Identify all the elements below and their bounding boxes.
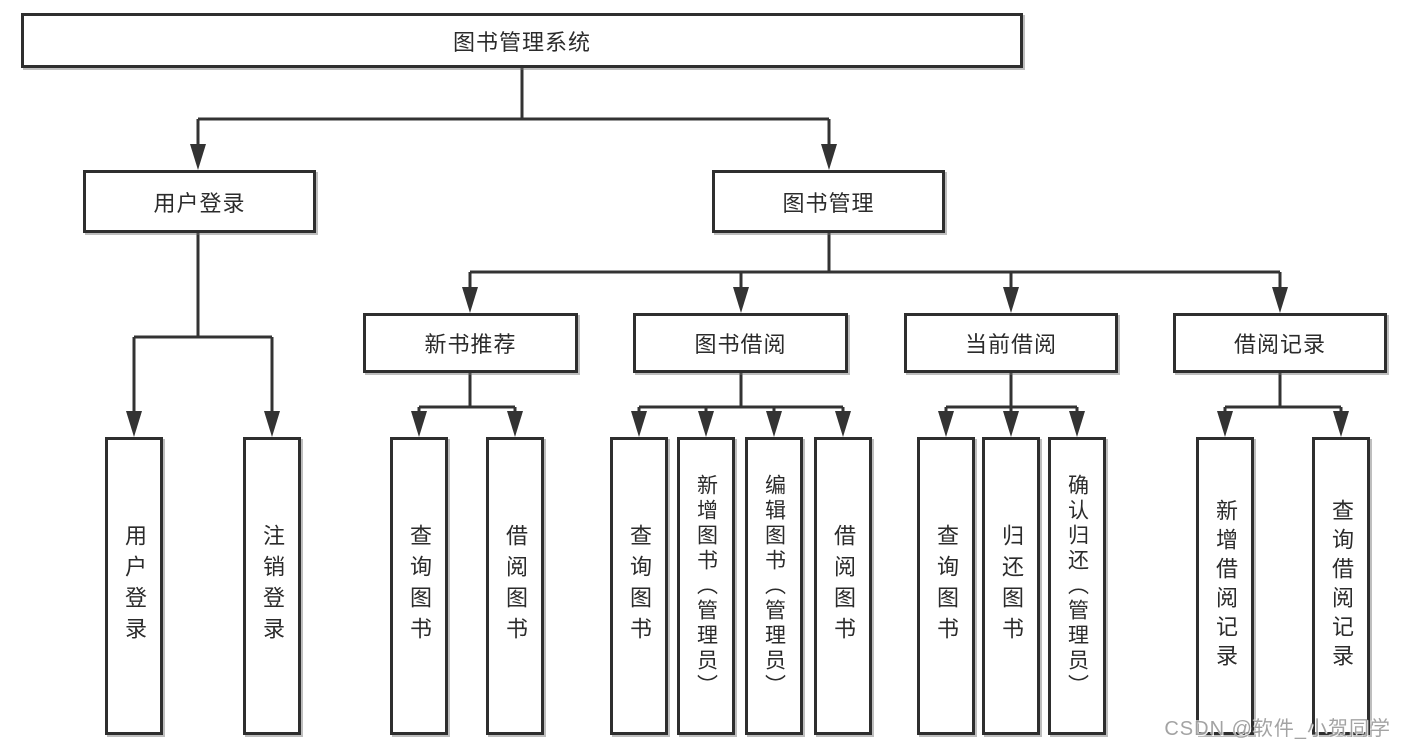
node-new-book-recommend: 新书推荐 bbox=[363, 313, 578, 373]
arrow-down-icon bbox=[631, 411, 647, 437]
leaf-bb-query-books: 查询图书 bbox=[610, 437, 668, 735]
leaf-cb-return-books: 归还图书 bbox=[982, 437, 1040, 735]
node-book-borrowing-label: 图书借阅 bbox=[694, 332, 787, 357]
arrow-down-icon bbox=[733, 287, 749, 313]
arrow-down-icon bbox=[190, 144, 206, 170]
node-book-management: 图书管理 bbox=[712, 170, 945, 233]
leaf-bb-borrow-books: 借阅图书 bbox=[814, 437, 872, 735]
leaf-cb-query-books: 查询图书 bbox=[917, 437, 975, 735]
arrow-down-icon bbox=[821, 144, 837, 170]
leaf-cb-confirm-return-admin-label: 确认归还（管理员） bbox=[1065, 473, 1089, 699]
leaf-user-login: 用户登录 bbox=[105, 437, 163, 735]
node-new-book-recommend-label: 新书推荐 bbox=[424, 332, 517, 357]
leaf-logout-label: 注销登录 bbox=[260, 524, 285, 648]
arrow-down-icon bbox=[1272, 287, 1288, 313]
node-book-management-label: 图书管理 bbox=[782, 190, 875, 216]
leaf-bb-add-books-admin-label: 新增图书（管理员） bbox=[694, 473, 718, 699]
node-borrowing-records: 借阅记录 bbox=[1173, 313, 1387, 373]
leaf-bb-query-books-label: 查询图书 bbox=[627, 524, 652, 648]
arrow-down-icon bbox=[766, 411, 782, 437]
leaf-nbr-borrow-books: 借阅图书 bbox=[486, 437, 544, 735]
arrow-down-icon bbox=[698, 411, 714, 437]
leaf-nbr-query-books-label: 查询图书 bbox=[407, 524, 432, 648]
arrow-down-icon bbox=[462, 287, 478, 313]
arrow-down-icon bbox=[1333, 411, 1349, 437]
node-root: 图书管理系统 bbox=[21, 13, 1023, 68]
node-book-borrowing: 图书借阅 bbox=[633, 313, 848, 373]
arrow-down-icon bbox=[1003, 411, 1019, 437]
arrow-down-icon bbox=[1217, 411, 1233, 437]
leaf-br-query-record: 查询借阅记录 bbox=[1312, 437, 1370, 735]
leaf-bb-borrow-books-label: 借阅图书 bbox=[831, 524, 856, 648]
node-root-label: 图书管理系统 bbox=[452, 29, 591, 55]
node-current-borrowing: 当前借阅 bbox=[904, 313, 1118, 373]
arrow-down-icon bbox=[938, 411, 954, 437]
arrow-down-icon bbox=[1069, 411, 1085, 437]
leaf-bb-edit-books-admin: 编辑图书（管理员） bbox=[745, 437, 803, 735]
leaf-br-add-record-label: 新增借阅记录 bbox=[1213, 499, 1238, 673]
leaf-cb-query-books-label: 查询图书 bbox=[934, 524, 959, 648]
node-current-borrowing-label: 当前借阅 bbox=[964, 332, 1057, 357]
arrow-down-icon bbox=[264, 411, 280, 437]
arrow-down-icon bbox=[835, 411, 851, 437]
leaf-bb-add-books-admin: 新增图书（管理员） bbox=[677, 437, 735, 735]
arrow-down-icon bbox=[1003, 287, 1019, 313]
leaf-br-query-record-label: 查询借阅记录 bbox=[1329, 499, 1354, 673]
leaf-bb-edit-books-admin-label: 编辑图书（管理员） bbox=[762, 473, 786, 699]
node-borrowing-records-label: 借阅记录 bbox=[1233, 332, 1326, 357]
node-user-login-label: 用户登录 bbox=[153, 190, 246, 216]
leaf-cb-return-books-label: 归还图书 bbox=[999, 524, 1024, 648]
csdn-watermark: CSDN @软件_小贺同学 bbox=[1164, 718, 1391, 740]
arrow-down-icon bbox=[411, 411, 427, 437]
leaf-cb-confirm-return-admin: 确认归还（管理员） bbox=[1048, 437, 1106, 735]
leaf-br-add-record: 新增借阅记录 bbox=[1196, 437, 1254, 735]
arrow-down-icon bbox=[126, 411, 142, 437]
arrow-down-icon bbox=[507, 411, 523, 437]
leaf-user-login-label: 用户登录 bbox=[122, 524, 147, 648]
node-user-login: 用户登录 bbox=[83, 170, 316, 233]
leaf-logout: 注销登录 bbox=[243, 437, 301, 735]
leaf-nbr-borrow-books-label: 借阅图书 bbox=[503, 524, 528, 648]
leaf-nbr-query-books: 查询图书 bbox=[390, 437, 448, 735]
